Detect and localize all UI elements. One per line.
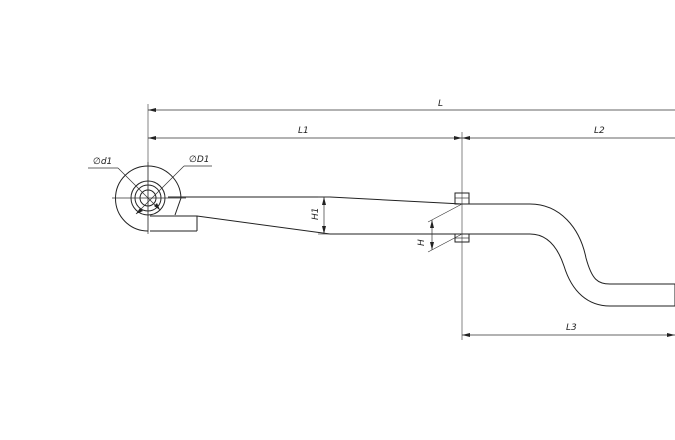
dimension-L1-label: L1 [298,126,309,136]
leader-D1: ∅D1 [135,155,212,215]
dimension-L1: L1 [148,126,462,140]
dimension-L2: L2 [462,126,675,140]
dimension-L2-label: L2 [594,126,605,136]
dimension-L-label: L [438,99,443,109]
dimension-L3: L3 [462,323,675,337]
dimension-H1-label: H1 [311,208,321,221]
main-leaf [150,196,675,307]
dimension-L3-label: L3 [566,323,577,333]
dimension-H1: H1 [311,196,330,235]
dimension-L: L [148,99,675,112]
dimension-H-label: H [417,239,427,246]
dimension-d1-label: ∅d1 [93,157,112,167]
dimension-H: H [417,203,463,253]
dimension-D1-label: ∅D1 [189,155,210,165]
leader-d1: ∅d1 [88,157,161,211]
